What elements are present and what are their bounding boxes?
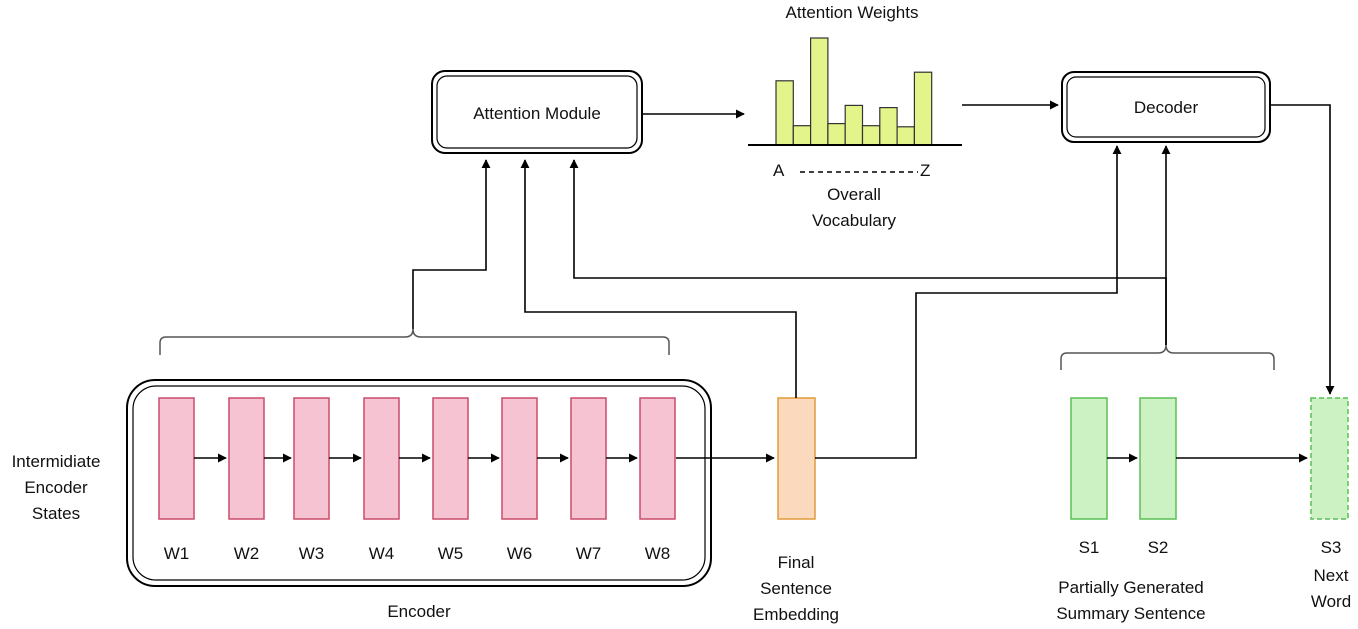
- encoder-word-label: W6: [507, 544, 533, 563]
- final-sentence-embedding-cell: [777, 397, 816, 520]
- encoder-cell: [570, 397, 607, 520]
- encoder-cell: [501, 397, 538, 520]
- encoder-word-label: W7: [576, 544, 602, 563]
- embedding-label-line-3: Embedding: [753, 605, 839, 624]
- decoder-label: Decoder: [1134, 98, 1199, 117]
- encoder-cell: [293, 397, 330, 520]
- vocab-end-label: Z: [920, 161, 930, 180]
- arrow-encoder-states-to-attention: [412, 159, 491, 329]
- next-word-cell: [1310, 397, 1349, 520]
- attention-weight-bars: [775, 37, 933, 146]
- vocab-label-line-2: Vocabulary: [812, 211, 897, 230]
- attention-weight-bar: [809, 37, 829, 146]
- attention-weight-bar: [913, 71, 933, 146]
- encoder-cell: [639, 397, 676, 520]
- connectors: [412, 100, 1335, 463]
- summary-brace: [1060, 344, 1275, 370]
- encoder-states-brace: [159, 328, 670, 355]
- attention-weight-bar: [861, 125, 881, 146]
- side-label-line-2: Encoder: [24, 478, 88, 497]
- summary-cell: [1070, 397, 1108, 520]
- attention-weight-bar: [844, 104, 864, 146]
- encoder-cells: W1 W2 W3 W4 W5 W6 W7 W8: [158, 397, 676, 563]
- encoder-cell: [228, 397, 265, 520]
- encoder-cell: [363, 397, 400, 520]
- encoder-container: [126, 379, 712, 587]
- encoder-label: Encoder: [387, 602, 451, 621]
- encoder-word-label: W2: [234, 544, 260, 563]
- summary-cells: S1 S2: [1070, 397, 1177, 557]
- encoder-cell: [432, 397, 469, 520]
- next-word-label-line-2: Next: [1314, 566, 1349, 585]
- arrow-decoder-to-next-word: [1270, 104, 1335, 395]
- summary-label-line-2: Summary Sentence: [1056, 604, 1205, 623]
- encoder-word-label: W3: [299, 544, 325, 563]
- side-label-line-1: Intermidiate: [12, 452, 101, 471]
- summary-word-label: S1: [1079, 538, 1100, 557]
- attention-weight-bar: [827, 122, 846, 146]
- attention-module-box: Attention Module: [431, 70, 643, 154]
- attention-weights-title: Attention Weights: [786, 3, 919, 22]
- next-word-label-line-3: Word: [1311, 592, 1351, 611]
- embedding-label-line-2: Sentence: [760, 579, 832, 598]
- vocab-start-label: A: [773, 161, 785, 180]
- arrow-embedding-to-attention: [520, 159, 797, 398]
- summary-word-label: S2: [1148, 538, 1169, 557]
- encoder-word-label: W1: [164, 544, 190, 563]
- attention-weight-bar: [775, 80, 794, 146]
- arrow-embedding-to-decoder: [815, 145, 1122, 459]
- summary-cell: [1139, 397, 1177, 520]
- attention-weight-bar: [896, 126, 915, 146]
- side-label-line-3: States: [32, 504, 80, 523]
- attention-weights-chart: Attention Weights A Z Overall Vocabulary: [748, 3, 962, 230]
- attention-module-label: Attention Module: [473, 104, 601, 123]
- vocab-label-line-1: Overall: [827, 185, 881, 204]
- attention-weight-bar: [792, 125, 812, 146]
- next-word-label-line-1: S3: [1321, 538, 1342, 557]
- encoder-word-label: W5: [438, 544, 464, 563]
- embedding-label-line-1: Final: [778, 553, 815, 572]
- attention-weight-bar: [879, 106, 898, 146]
- encoder-word-label: W8: [645, 544, 671, 563]
- decoder-box: Decoder: [1061, 71, 1271, 143]
- encoder-word-label: W4: [369, 544, 395, 563]
- encoder-cell: [158, 397, 195, 520]
- summary-label-line-1: Partially Generated: [1058, 578, 1204, 597]
